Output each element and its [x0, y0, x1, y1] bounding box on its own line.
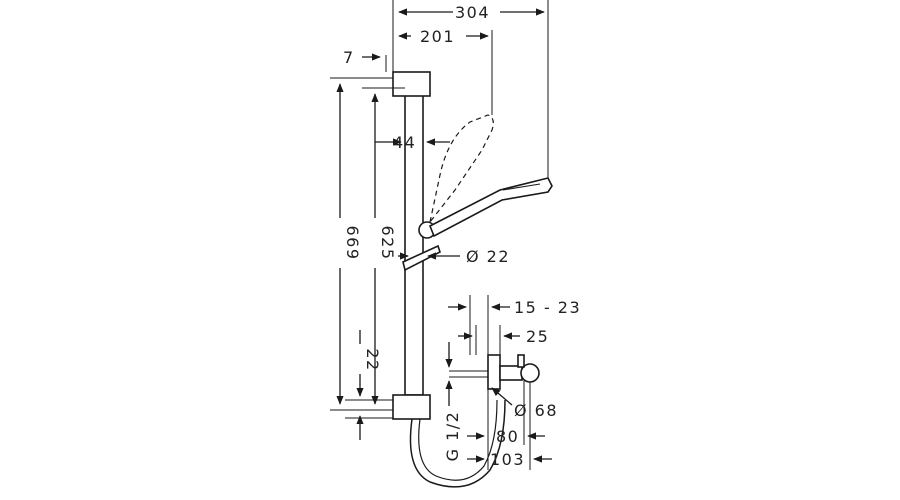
dim-outlet-offset-103: 103	[490, 450, 525, 469]
dim-bar-length: 669	[343, 225, 362, 260]
dim-connector-depth: 25	[526, 327, 549, 346]
dim-rail-length: 625	[378, 225, 397, 260]
dim-rail-diameter: Ø 22	[466, 247, 510, 266]
dim-outlet-offset-80: 80	[496, 427, 519, 446]
dim-outlet-diameter: Ø 68	[514, 401, 558, 420]
dim-bracket-height: 22	[363, 348, 382, 371]
dim-head-offset: 44	[393, 133, 416, 152]
hand-shower	[428, 177, 553, 238]
dim-thread: G 1/2	[443, 411, 462, 462]
bottom-wall-bracket	[392, 394, 431, 420]
shower-rail	[392, 71, 441, 420]
hand-shower-alternate-position	[429, 114, 494, 223]
shower-hose	[409, 399, 506, 488]
dim-wall-offset: 7	[343, 48, 355, 67]
slider	[402, 244, 441, 272]
top-wall-bracket	[392, 71, 431, 97]
dim-shower-reach: 201	[420, 27, 455, 46]
wall-outlet	[449, 354, 540, 390]
dim-overall-width: 304	[455, 3, 490, 22]
dim-connector-range: 15 - 23	[514, 298, 581, 317]
